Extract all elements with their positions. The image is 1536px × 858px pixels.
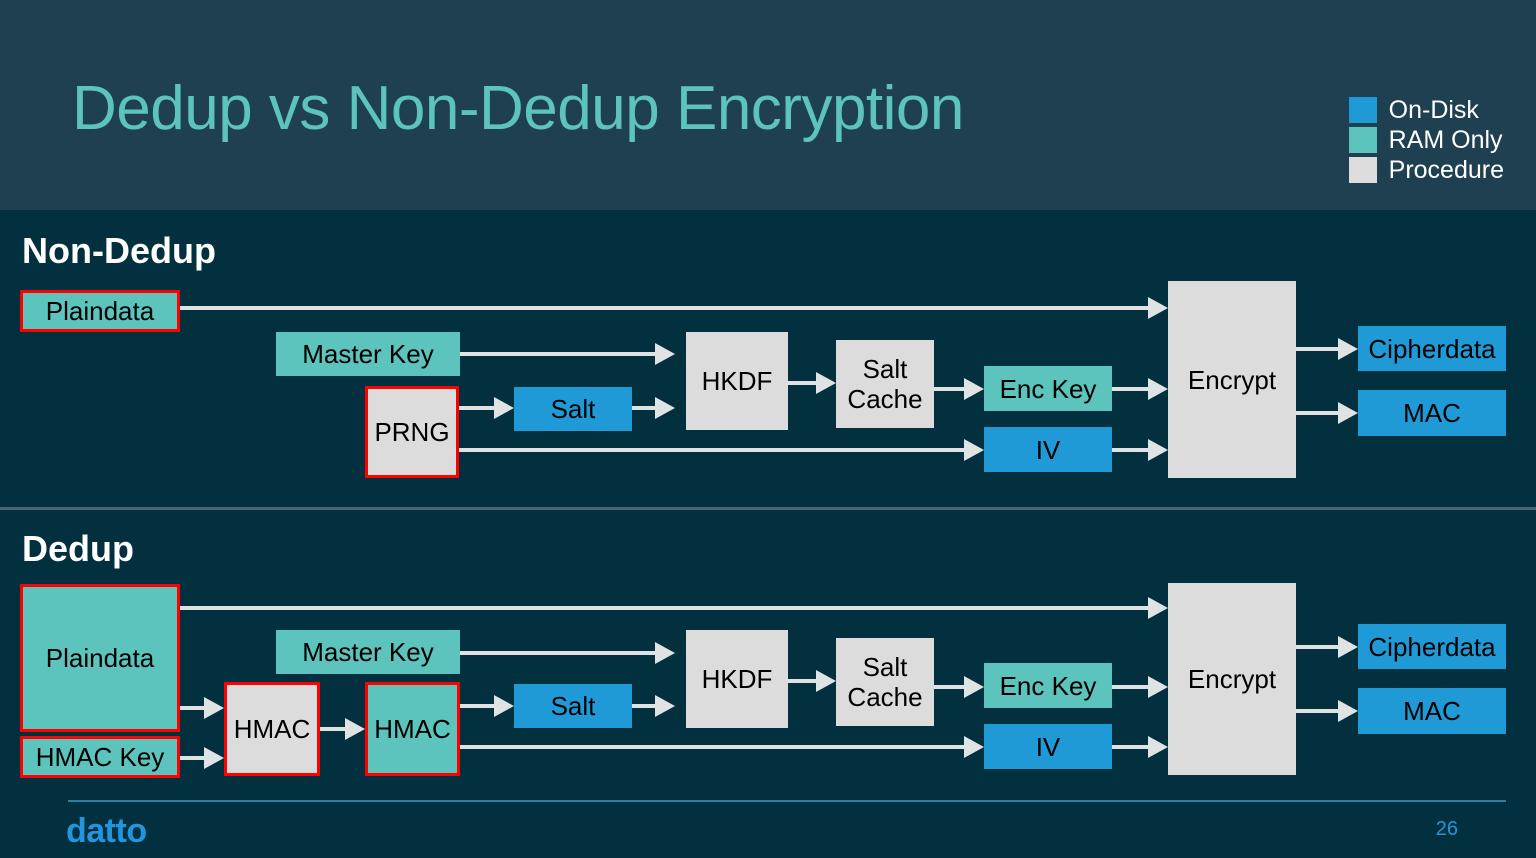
section-label-non-dedup: Non-Dedup [22,230,216,271]
connector-plaindata-to-encrypt [180,306,1148,310]
node-non-dedup-cipherdata[interactable]: Cipherdata [1358,326,1506,371]
node-dedup-salt-cache[interactable]: Salt Cache [836,638,934,726]
legend-item-on-disk: On-Disk [1348,96,1504,124]
node-dedup-mac[interactable]: MAC [1358,688,1506,734]
connector-enc-key-to-encrypt [1112,387,1148,391]
legend-swatch-procedure-icon [1348,157,1377,183]
connector-dedup-hmac-to-hmac-value [320,727,345,731]
connector-dedup-hmac-value-to-iv [459,745,964,749]
arrowhead-dedup-plaindata-to-hmac-icon [204,697,224,719]
node-non-dedup-mac[interactable]: MAC [1358,390,1506,436]
arrowhead-encrypt-to-cipherdata-icon [1338,338,1358,360]
connector-dedup-enc-key-to-encrypt [1112,685,1148,689]
legend-label-on-disk: On-Disk [1388,96,1479,124]
section-divider [0,507,1536,510]
legend-item-procedure: Procedure [1348,156,1504,184]
arrowhead-enc-key-to-encrypt-icon [1148,378,1168,400]
connector-prng-to-iv [459,448,964,452]
section-label-dedup: Dedup [22,528,134,569]
arrowhead-encrypt-to-mac-icon [1338,402,1358,424]
node-non-dedup-enc-key[interactable]: Enc Key [984,366,1112,411]
arrowhead-dedup-salt-cache-to-enc-key-icon [964,676,984,698]
arrowhead-hkdf-to-salt-cache-icon [816,372,836,394]
connector-dedup-iv-to-encrypt [1112,745,1148,749]
connector-dedup-salt-to-hkdf [632,704,655,708]
connector-encrypt-to-cipherdata [1296,347,1338,351]
arrowhead-dedup-salt-to-hkdf-icon [655,695,675,717]
node-dedup-encrypt[interactable]: Encrypt [1168,583,1296,775]
node-dedup-hmac-key[interactable]: HMAC Key [20,736,180,778]
arrowhead-dedup-encrypt-to-mac-icon [1338,700,1358,722]
node-dedup-plaindata[interactable]: Plaindata [20,584,180,732]
arrowhead-dedup-hmac-key-to-hmac-icon [204,747,224,769]
arrowhead-iv-to-encrypt-icon [1148,439,1168,461]
connector-dedup-plaindata-to-hmac [180,706,204,710]
connector-encrypt-to-mac [1296,411,1338,415]
node-dedup-hkdf[interactable]: HKDF [686,630,788,728]
node-dedup-salt[interactable]: Salt [514,684,632,728]
arrowhead-salt-to-hkdf-icon [655,397,675,419]
node-dedup-hmac-procedure[interactable]: HMAC [224,682,320,776]
arrowhead-prng-to-iv-icon [964,439,984,461]
arrowhead-dedup-hkdf-to-salt-cache-icon [816,670,836,692]
legend: On-Disk RAM Only Procedure [1348,96,1504,184]
connector-dedup-encrypt-to-cipherdata [1296,645,1338,649]
connector-salt-cache-to-enc-key [934,387,964,391]
connector-master-key-to-hkdf [460,352,655,356]
legend-swatch-ram-only-icon [1348,127,1377,153]
node-non-dedup-prng[interactable]: PRNG [365,386,459,478]
page-title: Dedup vs Non-Dedup Encryption [72,74,964,143]
arrowhead-dedup-hmac-to-hmac-value-icon [345,718,365,740]
node-dedup-iv[interactable]: IV [984,724,1112,769]
node-dedup-cipherdata[interactable]: Cipherdata [1358,624,1506,669]
connector-dedup-hmac-value-to-salt [459,704,494,708]
arrowhead-prng-to-salt-icon [494,397,514,419]
legend-label-procedure: Procedure [1388,156,1504,184]
connector-dedup-hkdf-to-salt-cache [788,679,816,683]
arrowhead-dedup-encrypt-to-cipherdata-icon [1338,636,1358,658]
arrowhead-dedup-iv-to-encrypt-icon [1148,736,1168,758]
page-number: 26 [1435,818,1458,840]
node-dedup-master-key[interactable]: Master Key [276,630,460,674]
arrowhead-master-key-to-hkdf-icon [655,343,675,365]
arrowhead-salt-cache-to-enc-key-icon [964,378,984,400]
connector-hkdf-to-salt-cache [788,381,816,385]
connector-salt-to-hkdf [632,406,655,410]
connector-dedup-encrypt-to-mac [1296,709,1338,713]
node-non-dedup-plaindata[interactable]: Plaindata [20,290,180,332]
footer-divider [68,800,1506,802]
node-dedup-enc-key[interactable]: Enc Key [984,663,1112,708]
node-non-dedup-iv[interactable]: IV [984,427,1112,472]
arrowhead-plaindata-to-encrypt-icon [1148,297,1168,319]
arrowhead-dedup-hmac-value-to-salt-icon [494,695,514,717]
node-non-dedup-hkdf[interactable]: HKDF [686,332,788,430]
node-non-dedup-salt[interactable]: Salt [514,387,632,431]
node-non-dedup-salt-cache[interactable]: Salt Cache [836,340,934,428]
arrowhead-dedup-master-key-to-hkdf-icon [655,642,675,664]
connector-iv-to-encrypt [1112,448,1148,452]
arrowhead-dedup-enc-key-to-encrypt-icon [1148,676,1168,698]
node-dedup-hmac-value[interactable]: HMAC [365,682,460,776]
legend-label-ram-only: RAM Only [1388,126,1503,154]
connector-dedup-plaindata-to-encrypt [180,606,1148,610]
connector-prng-to-salt [459,406,494,410]
legend-swatch-on-disk-icon [1348,97,1377,123]
connector-dedup-hmac-key-to-hmac [180,756,204,760]
connector-dedup-master-key-to-hkdf [460,651,655,655]
header-band [0,0,1536,210]
node-non-dedup-master-key[interactable]: Master Key [276,332,460,376]
arrowhead-dedup-hmac-value-to-iv-icon [964,736,984,758]
arrowhead-dedup-plaindata-to-encrypt-icon [1148,597,1168,619]
brand-logo: datto [66,812,147,850]
connector-dedup-salt-cache-to-enc-key [934,685,964,689]
legend-item-ram-only: RAM Only [1348,126,1504,154]
node-non-dedup-encrypt[interactable]: Encrypt [1168,281,1296,478]
